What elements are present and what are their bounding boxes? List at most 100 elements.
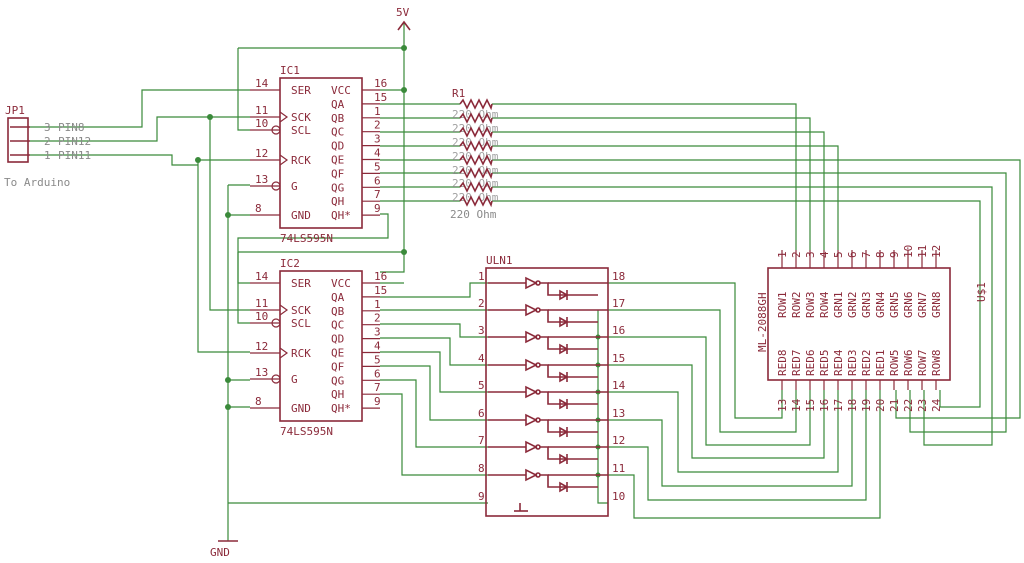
resistor: [459, 167, 493, 180]
uln-left-pin-num: 9: [478, 490, 485, 503]
ic2-right-pin-label: VCC: [331, 277, 351, 290]
uln-left-pin-num: 6: [478, 407, 485, 420]
matrix-top-pin-label: GRN4: [874, 291, 887, 318]
ic2-right-pin-num: 3: [374, 326, 381, 339]
ic1-left-pin-label: SER: [291, 84, 311, 97]
ic1-right-pin-label: QD: [331, 140, 344, 153]
ic2-right-pin-label: QC: [331, 319, 344, 332]
uln-right-pin-num: 14: [612, 379, 626, 392]
matrix-bottom-pin-label: RED3: [846, 350, 859, 377]
uln-left-pin-num: 8: [478, 462, 485, 475]
uln-left-pin-num: 2: [478, 297, 485, 310]
connector-pin-label-pin8: PIN8: [58, 121, 85, 134]
matrix-bottom-pin-label: RED1: [874, 350, 887, 377]
ic1-left-pin-num: 13: [255, 173, 268, 186]
ic2-left-pin-label: GND: [291, 402, 311, 415]
ic1-right-pin-num: 15: [374, 91, 387, 104]
ic2-part: 74LS595N: [280, 425, 333, 438]
ic1-left-pin-label: SCK: [291, 111, 311, 124]
matrix-top-pin-num: 4: [818, 251, 831, 258]
ic2-right-pin-num: 16: [374, 270, 387, 283]
matrix-bottom-pin-num: 20: [874, 399, 887, 412]
ic2-right-pin-num: 15: [374, 284, 387, 297]
uln-right-pin-num: 18: [612, 270, 625, 283]
matrix-bottom-pin-label: ROW8: [930, 350, 943, 377]
matrix-top-pin-label: ROW1: [776, 292, 789, 319]
uln-left-pin-num: 3: [478, 324, 485, 337]
ic1-right-pin-num: 6: [374, 174, 381, 187]
ic1-right-pin-num: 16: [374, 77, 387, 90]
ic1-right-pin-label: QC: [331, 126, 344, 139]
resistor: [459, 195, 493, 208]
inverter-gate: [525, 276, 538, 290]
ic2-name: IC2: [280, 257, 300, 270]
ic1-left-pin-label: GND: [291, 209, 311, 222]
matrix-bottom-pin-num: 23: [916, 399, 929, 412]
ic1-right-pin-num: 4: [374, 147, 381, 160]
matrix-top-pin-num: 3: [804, 251, 817, 258]
uln-right-pin-num: 13: [612, 407, 625, 420]
ground-label: GND: [210, 546, 230, 559]
ic2-right-pin-num: 5: [374, 353, 381, 366]
matrix-bottom-pin-num: 17: [832, 399, 845, 412]
resistor: [459, 181, 493, 194]
connector-pin-num-1: 1: [44, 149, 51, 162]
matrix-bottom-pin-label: ROW5: [888, 350, 901, 377]
matrix-bottom-pin-label: RED6: [804, 350, 817, 377]
matrix-bottom-pin-label: ROW6: [902, 350, 915, 377]
resistor-value-label: 220 Ohm: [450, 208, 497, 221]
matrix-top-pin-num: 2: [790, 251, 803, 258]
ic2-right-pin-label: QA: [331, 291, 345, 304]
led-matrix: ML-2088GH U$1 1ROW113RED82ROW214RED73ROW…: [756, 245, 988, 412]
matrix-top-pin-label: GRN3: [860, 292, 873, 319]
ic2-shift-register: IC2 74LS595N 14SER11SCK10SCL12RCK13G8GND…: [250, 257, 387, 438]
power-symbol: 5V: [396, 6, 411, 31]
matrix-bottom-pin-label: RED8: [776, 350, 789, 377]
ic2-left-pin-label: RCK: [291, 347, 311, 360]
resistor-value-label: 220 Ohm: [452, 191, 499, 204]
uln-left-pin-num: 4: [478, 352, 485, 365]
diode: [559, 316, 569, 328]
uln-name: ULN1: [486, 254, 513, 267]
ic1-left-pin-label: SCL: [291, 124, 311, 137]
matrix-top-pin-label: ROW2: [790, 292, 803, 319]
matrix-top-pin-label: GRN2: [846, 292, 859, 319]
connector-caption: To Arduino: [4, 176, 70, 189]
ic2-left-pin-label: SER: [291, 277, 311, 290]
ic2-left-pin-num: 11: [255, 297, 268, 310]
ic1-right-pin-num: 7: [374, 188, 381, 201]
matrix-top-pin-num: 5: [832, 251, 845, 258]
ic1-part: 74LS595N: [280, 232, 333, 245]
inverter-gate: [525, 330, 538, 344]
matrix-top-pin-num: 6: [846, 251, 859, 258]
matrix-bottom-pin-label: RED7: [790, 350, 803, 377]
ic1-left-pin-num: 8: [255, 202, 262, 215]
resistor-value-label: 220 Ohm: [452, 164, 499, 177]
matrix-top-pin-num: 9: [888, 251, 901, 258]
ic2-left-pin-label: G: [291, 373, 298, 386]
matrix-bottom-pin-num: 19: [860, 399, 873, 412]
ic1-left-pin-num: 10: [255, 117, 268, 130]
ic2-right-pin-label: QF: [331, 360, 344, 373]
ic1-right-pin-label: QE: [331, 154, 344, 167]
resistor: [459, 98, 493, 111]
inverter-gate: [525, 358, 538, 372]
ic2-right-pin-num: 9: [374, 395, 381, 408]
ic1-right-pin-num: 2: [374, 119, 381, 132]
ic2-right-pin-num: 7: [374, 381, 381, 394]
matrix-top-pin-label: GRN5: [888, 292, 901, 319]
ic2-left-pin-num: 14: [255, 270, 269, 283]
matrix-bottom-pin-label: RED5: [818, 350, 831, 377]
diode: [559, 481, 569, 493]
uln-right-pin-num: 11: [612, 462, 625, 475]
uln-right-pin-num: 12: [612, 434, 625, 447]
ic1-left-pin-label: RCK: [291, 154, 311, 167]
matrix-bottom-pin-num: 21: [888, 399, 901, 412]
ic2-left-pin-num: 8: [255, 395, 262, 408]
inverter-gate: [525, 413, 538, 427]
